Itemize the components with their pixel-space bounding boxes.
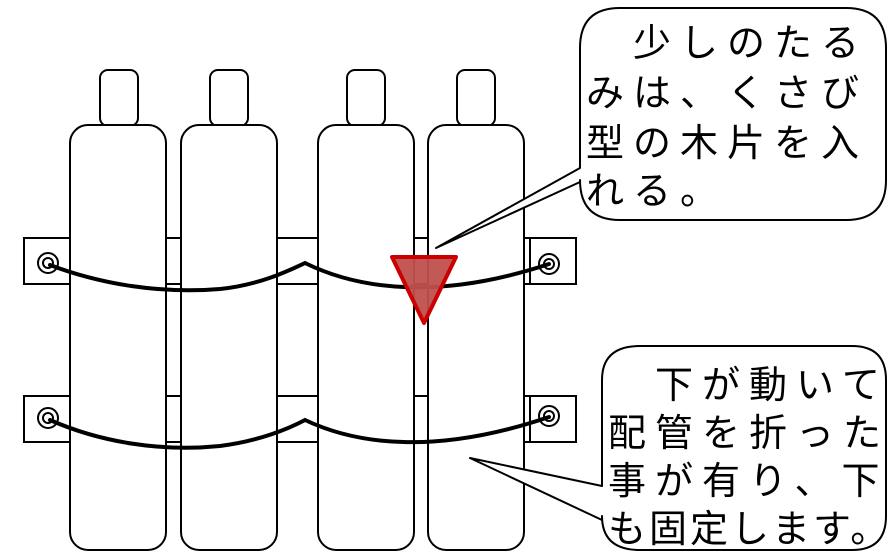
cylinder-body	[317, 124, 415, 551]
cylinder-body	[427, 124, 525, 551]
cylinder-4	[427, 69, 525, 551]
bolt-lower-right	[538, 405, 560, 427]
bottom-callout-line-3: 事が有り、下	[608, 459, 888, 503]
gas-cylinders	[69, 69, 525, 551]
cylinder-valve	[209, 69, 249, 127]
bottom-callout: 下が動いて 配管を折った 事が有り、下 も固定します。	[469, 345, 891, 551]
bottom-callout-line-2: 配管を折った	[608, 411, 890, 455]
cylinder-3	[317, 69, 415, 551]
bottom-callout-bubble	[469, 345, 887, 551]
top-callout: 少しのたる みは、くさび 型の木片を入 れる。	[435, 7, 887, 249]
cylinder-1	[69, 69, 167, 551]
top-callout-line-3: 型の木片を入	[586, 121, 868, 165]
cylinder-body	[69, 124, 167, 551]
bolt-upper-left	[37, 252, 59, 274]
top-callout-bubble	[435, 7, 887, 249]
bottom-callout-line-4: も固定します。	[608, 507, 891, 551]
cylinder-valve	[456, 69, 496, 127]
cylinder-body	[180, 124, 278, 551]
cylinder-valve	[99, 69, 139, 127]
lower-chain	[48, 415, 551, 450]
top-callout-line-1: 少しのたる	[586, 21, 868, 65]
top-callout-line-4: れる。	[586, 169, 727, 213]
wedge-icon	[390, 255, 458, 325]
cylinder-valve	[346, 69, 386, 127]
top-callout-line-2: みは、くさび	[586, 71, 868, 115]
bottom-callout-line-1: 下が動いて	[608, 363, 889, 407]
bolt-lower-left	[37, 407, 59, 429]
cylinder-2	[180, 69, 278, 551]
